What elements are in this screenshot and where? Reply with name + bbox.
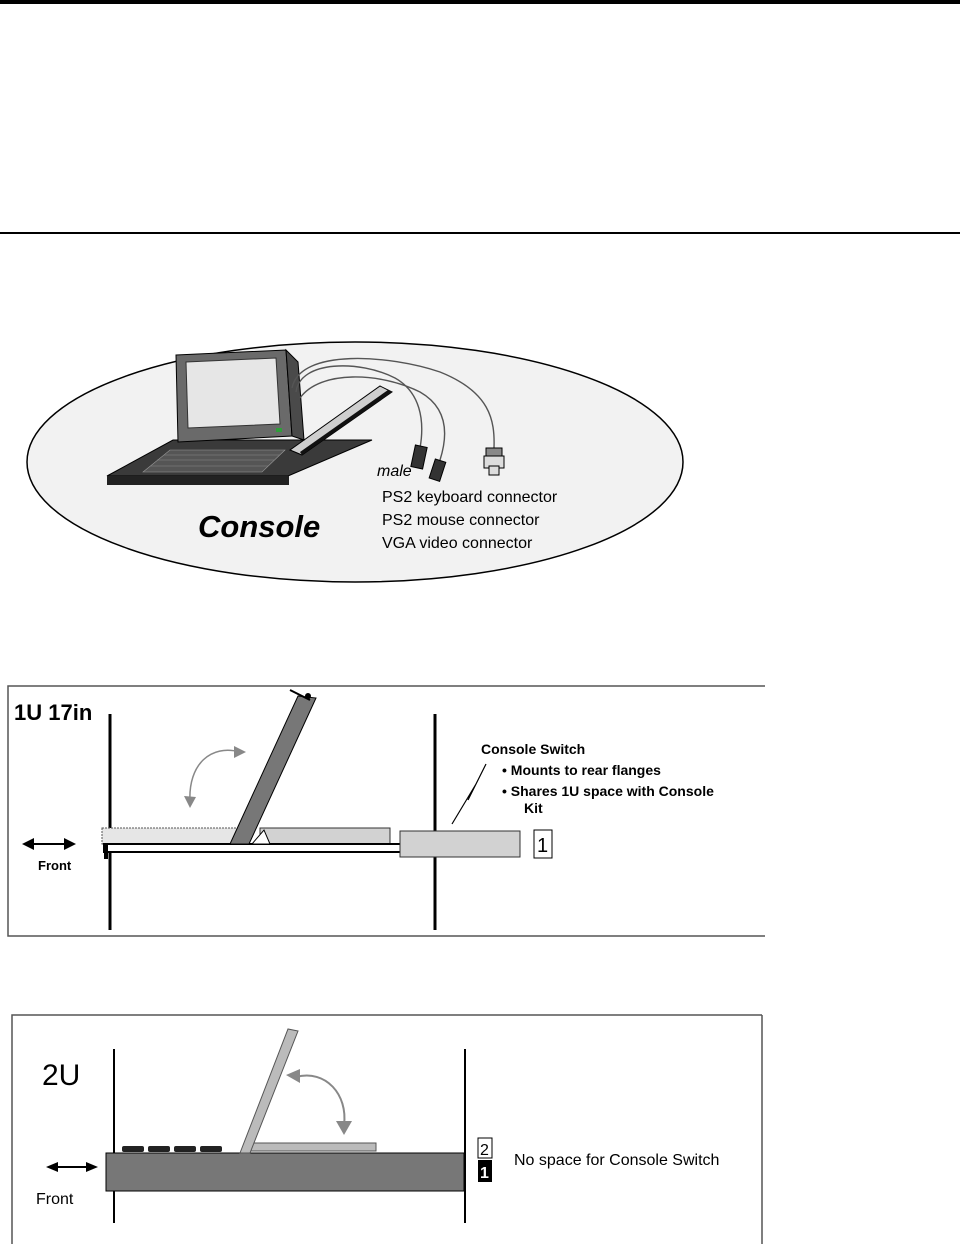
connector-label-vga: VGA video connector [382,535,533,552]
console-ellipse [26,341,684,583]
unit-number-box [533,829,553,859]
section-rule [0,232,960,234]
unit-number-1-2u: 1 [480,1165,489,1182]
connector-label-keyboard: PS2 keyboard connector [382,489,558,506]
male-label: male [377,463,412,480]
front-arrow-right-icon [64,838,76,850]
keyboard-connector-icon [410,444,428,470]
mouse-connector-icon [428,458,447,482]
switch-bullet-1: • Mounts to rear flanges [502,762,661,778]
console-tray-front [107,476,289,485]
switch-bullet-2-cont: Kit [524,800,543,816]
front-arrow-right-icon-2u [86,1162,98,1172]
rotate-arrow-1u [189,749,241,803]
front-arrow-left-icon-2u [46,1162,58,1172]
front-label-1u: Front [38,858,72,873]
no-space-note: No space for Console Switch [514,1152,719,1169]
config-2u-label: 2U [42,1059,80,1092]
keyboard-keys-2u [122,1146,222,1152]
chassis-2u [105,1152,465,1192]
config-2u-figure: 2U 2 1 No space for Console Switch Front [11,1014,763,1244]
top-rule [0,0,960,4]
vga-connector-icon [483,447,505,476]
connector-label-mouse: PS2 mouse connector [382,512,540,529]
keyboard-icon [142,449,286,473]
switch-pointer [451,763,487,825]
unit-box-1 [478,1160,492,1182]
console-tray-1u [101,827,241,845]
unit-number-1: 1 [537,835,548,857]
console-overview-figure: male PS2 keyboard connector PS2 mouse co… [26,341,684,583]
monitor-panel-2u [239,1028,299,1154]
unit-number-2: 2 [480,1142,489,1159]
unit-box-2 [477,1137,493,1159]
switch-title: Console Switch [481,741,585,757]
rotate-arrow-2u [295,1074,346,1126]
front-arrow-left-icon [22,838,34,850]
monitor-panel-1u [229,695,317,845]
config-1u-figure: 1U 17in 1 Front Console Switch • Mounts … [7,685,765,937]
console-switch-box [399,830,521,858]
config-1u-label: 1U 17in [14,700,92,725]
console-title: Console [198,509,320,544]
front-label-2u: Front [36,1191,74,1208]
switch-bullet-2: • Shares 1U space with Console [502,783,714,799]
